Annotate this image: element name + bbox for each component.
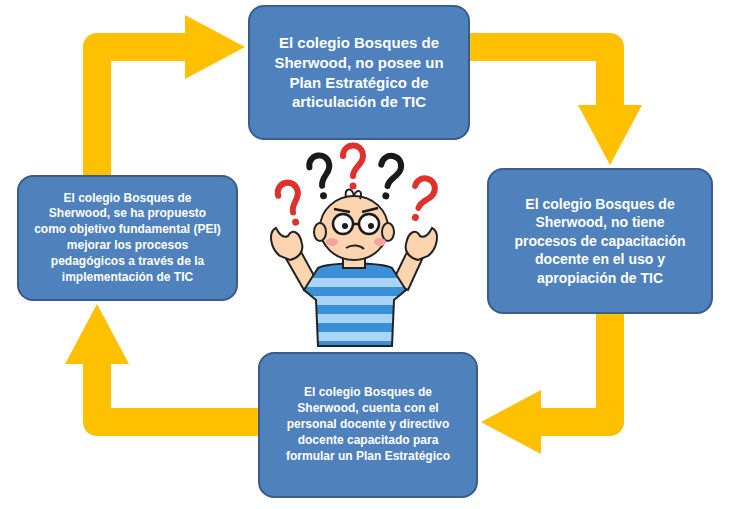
process-box: El colegio Bosques de Sherwood, no posee… [248, 5, 470, 140]
process-box: El colegio Bosques de Sherwood, cuenta c… [258, 352, 478, 498]
cycle-arrow [97, 47, 187, 175]
box-text: El colegio Bosques de Sherwood, cuenta c… [274, 385, 462, 464]
box-text: El colegio Bosques de Sherwood, no tiene… [503, 195, 697, 287]
cycle-arrow [470, 47, 610, 107]
process-box: El colegio Bosques de Sherwood, no tiene… [487, 168, 713, 314]
cycle-arrow [97, 362, 258, 422]
cycle-arrow [539, 314, 610, 422]
box-text: El colegio Bosques de Sherwood, no posee… [264, 33, 454, 112]
box-text: El colegio Bosques de Sherwood, se ha pr… [33, 191, 222, 286]
process-box: El colegio Bosques de Sherwood, se ha pr… [17, 175, 238, 301]
